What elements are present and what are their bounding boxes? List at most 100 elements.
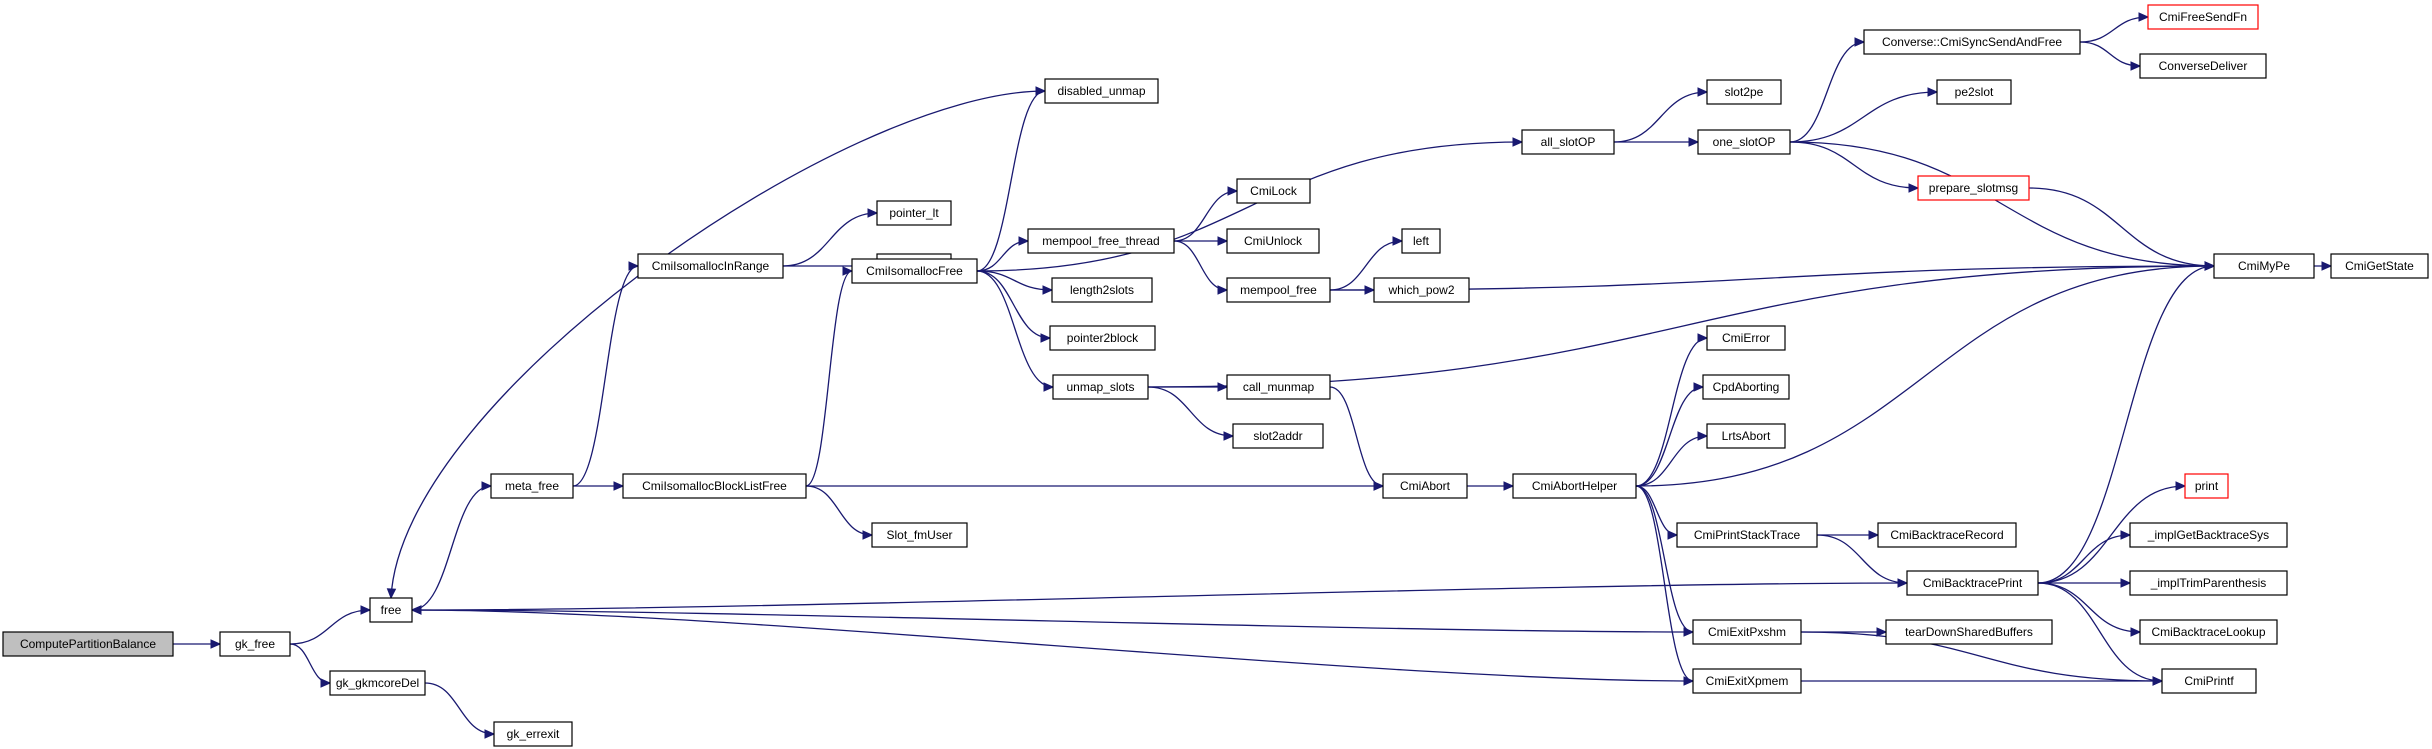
edge-arrowhead [2120, 530, 2132, 540]
edge-cmiisomallocinrange-to-pointer-lt [782, 212, 878, 267]
edge-disabled-unmap-to-free [390, 90, 1046, 599]
node-cmimype[interactable]: CmiMyPe [2213, 253, 2315, 279]
edge-arrowhead [1697, 87, 1709, 97]
node-which-pow2[interactable]: which_pow2 [1373, 277, 1470, 303]
edge-meta-free-to-cmiisomallocinrange [572, 265, 639, 487]
node-box [2161, 668, 2257, 694]
node-box [2147, 4, 2259, 30]
node-label: CmiIsomallocBlockListFree [642, 479, 787, 493]
node-cmiisomallocfree[interactable]: CmiIsomallocFree [851, 258, 978, 284]
node-slot-fmuser[interactable]: Slot_fmUser [871, 522, 968, 548]
node-label: CmiError [1722, 331, 1770, 345]
node-slot2addr[interactable]: slot2addr [1232, 423, 1324, 449]
node-box [2330, 253, 2429, 279]
node-cmibacktracelookup[interactable]: CmiBacktraceLookup [2139, 619, 2278, 645]
node-label: unmap_slots [1066, 380, 1134, 394]
edge-cmiisomallocfree-to-all-slotop [976, 141, 1523, 272]
node-label: CmiBacktraceLookup [2151, 625, 2265, 639]
node-mempool-free-thread[interactable]: mempool_free_thread [1027, 228, 1175, 254]
edge-arrowhead [842, 266, 854, 276]
node-one-slotop[interactable]: one_slotOP [1697, 129, 1791, 155]
node-cmiexitxpmem[interactable]: CmiExitXpmem [1692, 668, 1802, 694]
node-box [490, 473, 574, 499]
node-meta-free[interactable]: meta_free [490, 473, 574, 499]
edge-arrowhead [1223, 431, 1235, 441]
edge-unmap-slots-to-cmimype [1147, 265, 2215, 388]
edge-prepare-slotmsg-to-cmimype [2028, 187, 2215, 267]
node-teardownsharedbuffers[interactable]: tearDownSharedBuffers [1885, 619, 2053, 645]
node-mempool-free[interactable]: mempool_free [1226, 277, 1331, 303]
edge-one-slotop-to-converse-cmisyncsendandfree [1789, 41, 1865, 143]
node-cmiunlock[interactable]: CmiUnlock [1226, 228, 1320, 254]
edge-cmibacktraceprint-to-free [411, 582, 1908, 611]
node-call-munmap[interactable]: call_munmap [1226, 374, 1331, 400]
node-label: gk_gkmcoreDel [336, 676, 419, 690]
node-impltrimparenthesis[interactable]: _implTrimParenthesis [2129, 570, 2288, 596]
node-label: slot2pe [1725, 85, 1764, 99]
edge-arrowhead [360, 605, 372, 615]
node-left[interactable]: left [1401, 228, 1441, 254]
node-cpdaborting[interactable]: CpdAborting [1702, 374, 1790, 400]
node-pointer-lt[interactable]: pointer_lt [876, 200, 952, 226]
node-gk-gkmcoredel[interactable]: gk_gkmcoreDel [329, 670, 426, 696]
edge-arrowhead [2152, 676, 2164, 686]
node-pe2slot[interactable]: pe2slot [1936, 79, 2012, 105]
node-cmiaborthelper[interactable]: CmiAbortHelper [1512, 473, 1637, 499]
edge-cmiaborthelper-to-cmierror [1635, 337, 1708, 487]
node-converse-cmisyncsendandfree[interactable]: Converse::CmiSyncSendAndFree [1863, 29, 2081, 55]
node-cmiprintf[interactable]: CmiPrintf [2161, 668, 2257, 694]
node-free[interactable]: free [369, 597, 413, 623]
node-cmiisomallocinrange[interactable]: CmiIsomallocInRange [637, 253, 784, 279]
node-cmiabort[interactable]: CmiAbort [1382, 473, 1468, 499]
node-cmiexitpxshm[interactable]: CmiExitPxshm [1692, 619, 1802, 645]
edge-arrowhead [1667, 530, 1679, 540]
node-print[interactable]: print [2184, 473, 2229, 499]
node-computepartitionbalance[interactable]: ComputePartitionBalance [2, 631, 174, 657]
edge-one-slotop-to-cmimype [1789, 141, 2215, 267]
edge-arrowhead [1042, 285, 1054, 295]
node-box [1512, 473, 1637, 499]
node-slot2pe[interactable]: slot2pe [1706, 79, 1782, 105]
node-box [622, 473, 807, 499]
node-implgetbacktracesys[interactable]: _implGetBacktraceSys [2129, 522, 2288, 548]
node-cmibacktraceprint[interactable]: CmiBacktracePrint [1906, 570, 2039, 596]
node-length2slots[interactable]: length2slots [1051, 277, 1153, 303]
node-cmiisomallocblocklistfree[interactable]: CmiIsomallocBlockListFree [622, 473, 807, 499]
node-cmibacktracerecord[interactable]: CmiBacktraceRecord [1877, 522, 2017, 548]
node-gk-errexit[interactable]: gk_errexit [493, 721, 573, 747]
node-unmap-slots[interactable]: unmap_slots [1052, 374, 1149, 400]
node-gk-free[interactable]: gk_free [219, 631, 291, 657]
node-all-slotop[interactable]: all_slotOP [1521, 129, 1615, 155]
edge-arrowhead [1927, 87, 1939, 97]
node-conversedeliver[interactable]: ConverseDeliver [2139, 53, 2267, 79]
edge-arrowhead [481, 481, 493, 491]
node-label: length2slots [1070, 283, 1134, 297]
node-label: CmiPrintf [2184, 674, 2234, 688]
node-box [1863, 29, 2081, 55]
node-cmigetstate[interactable]: CmiGetState [2330, 253, 2429, 279]
edge-arrowhead [1392, 236, 1404, 246]
node-box [1236, 178, 1311, 204]
edge-cmibacktraceprint-to-cmibacktracelookup [2037, 582, 2141, 633]
node-label: disabled_unmap [1057, 84, 1145, 98]
node-box [1052, 374, 1149, 400]
node-label: tearDownSharedBuffers [1905, 625, 2033, 639]
node-label: LrtsAbort [1722, 429, 1771, 443]
node-box [871, 522, 968, 548]
node-lrtsabort[interactable]: LrtsAbort [1706, 423, 1786, 449]
edge-arrowhead [1688, 137, 1700, 147]
node-prepare-slotmsg[interactable]: prepare_slotmsg [1917, 175, 2030, 201]
node-box [1226, 277, 1331, 303]
edge-arrowhead [1043, 382, 1055, 392]
node-label: ConverseDeliver [2159, 59, 2248, 73]
edge-arrowhead [2120, 578, 2132, 588]
node-disabled-unmap[interactable]: disabled_unmap [1044, 78, 1159, 104]
node-cmierror[interactable]: CmiError [1706, 325, 1786, 351]
node-cmilock[interactable]: CmiLock [1236, 178, 1311, 204]
edge-cmiaborthelper-to-cmiexitpxshm [1635, 485, 1694, 633]
node-pointer2block[interactable]: pointer2block [1049, 325, 1156, 351]
node-cmifreesendfn[interactable]: CmiFreeSendFn [2147, 4, 2259, 30]
node-box [1226, 374, 1331, 400]
node-cmiprintstacktrace[interactable]: CmiPrintStackTrace [1676, 522, 1818, 548]
